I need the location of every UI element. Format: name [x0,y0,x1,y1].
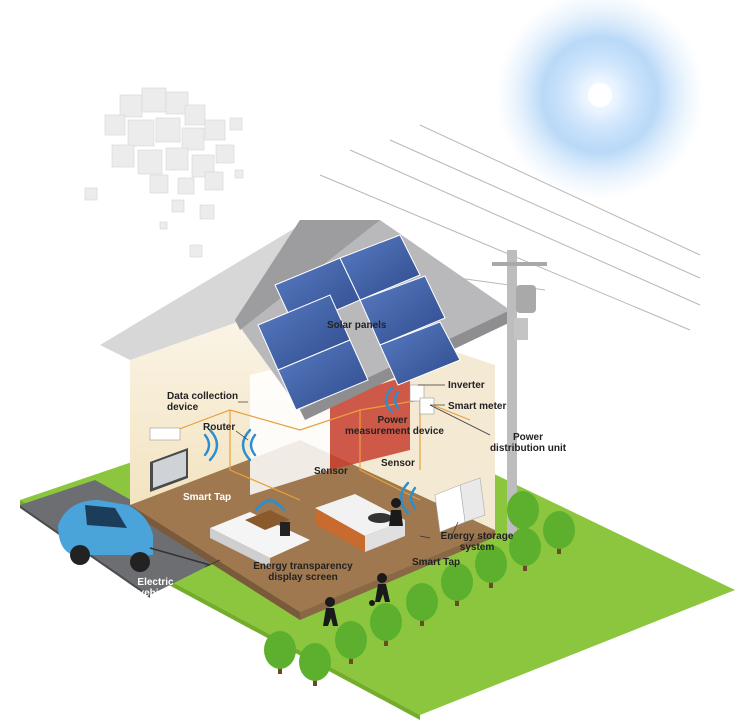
house-floor [130,440,495,612]
energy-storage-unit [434,477,486,533]
house-floor-side [300,530,495,620]
data-cloud [84,87,244,258]
label-power-distribution-line1: Power [512,432,543,443]
label-energy-storage-line2: system [459,542,495,553]
label-power-distribution-unit: Power distribution unit [488,432,568,454]
label-router: Router [203,422,236,433]
sun [495,0,705,200]
label-data-collection-device: Data collection device [167,391,238,413]
label-sensor-left: Sensor [314,466,348,477]
trees [264,491,575,686]
label-inverter: Inverter [448,380,485,391]
label-smart-meter: Smart meter [448,401,507,412]
label-energy-display-line2: display screen [268,572,338,583]
label-power-measurement-line2: measurement device [345,426,444,437]
label-power-measurement-device: Power measurement device [345,415,444,437]
label-electric-vehicle-line1: Electric [137,577,174,588]
label-energy-transparency-display: Energy transparency display screen [248,561,358,583]
label-energy-storage-system: Energy storage system [432,531,522,553]
living-furniture [210,510,310,568]
people [323,498,403,626]
kitchen-wall [330,375,410,470]
kitchen-counter [315,494,405,552]
electric-vehicle-car [58,500,211,572]
label-smart-tap-right: Smart Tap [412,557,461,568]
television [150,448,188,492]
label-data-collection-line1: Data collection [167,391,239,402]
wall-devices [149,384,435,441]
label-electric-vehicle-line2: vehicle [138,588,173,599]
wifi-signals [203,386,417,515]
label-energy-display-line1: Energy transparency [253,561,353,572]
label-power-measurement-line1: Power [377,415,408,426]
utility-pole [492,250,547,535]
roof-left-gable [100,225,300,360]
label-electric-vehicle: Electric vehicle [128,577,183,599]
label-energy-storage-line1: Energy storage [440,531,514,542]
label-data-collection-line2: device [167,402,199,413]
callout-lines [204,384,491,568]
solar-panel-array [257,234,461,411]
label-solar-panels: Solar panels [327,320,387,331]
label-smart-tap-left: Smart Tap [183,492,232,503]
label-sensor-right: Sensor [381,458,415,469]
label-power-distribution-line2: distribution unit [489,443,567,454]
